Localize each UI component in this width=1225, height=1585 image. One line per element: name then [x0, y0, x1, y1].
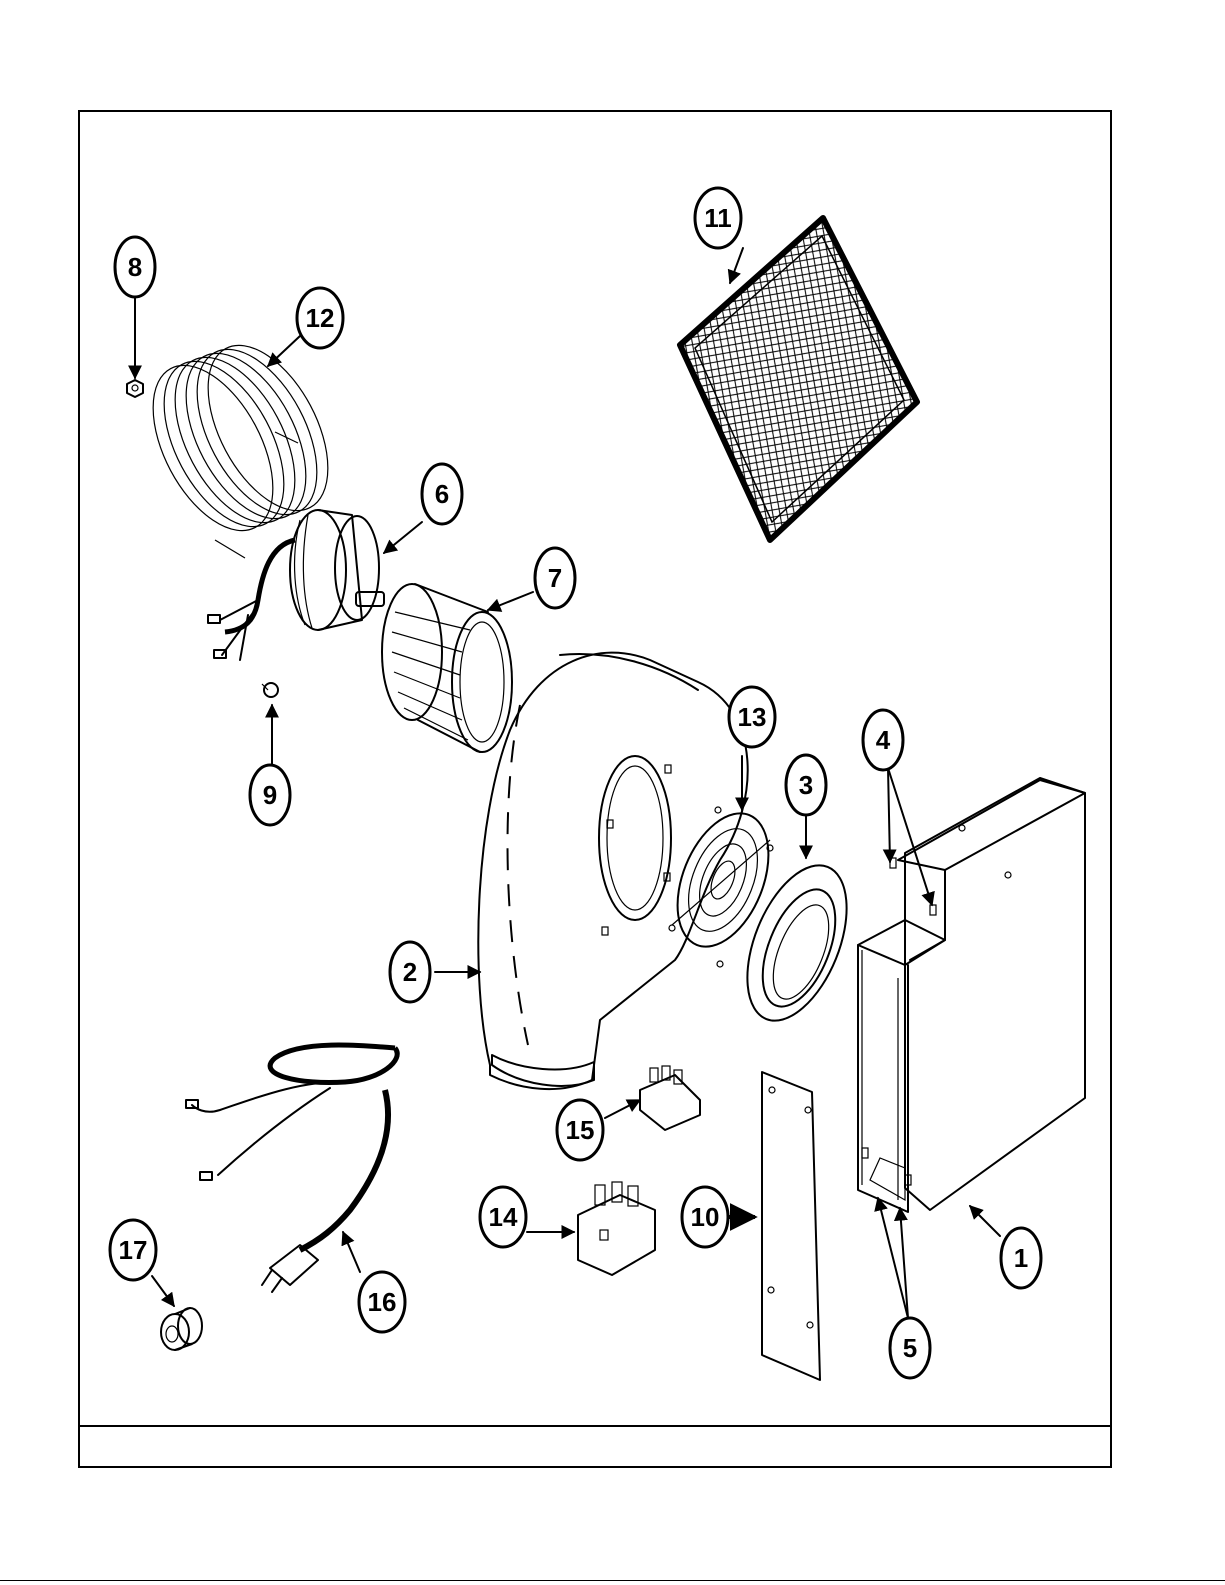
part-cover-plate-illustration [762, 1072, 820, 1380]
part-terminal-block-illustration [578, 1182, 655, 1275]
callout-2: 2 [390, 942, 430, 1002]
callout-5: 5 [890, 1318, 930, 1378]
callout-2-label: 2 [403, 957, 417, 987]
part-blower-housing-illustration [478, 653, 747, 1089]
callout-3-label: 3 [799, 770, 813, 800]
callout-16-label: 16 [368, 1287, 397, 1317]
part-screw-illustration [262, 683, 278, 697]
callout-13-label: 13 [738, 702, 767, 732]
callout-15-label: 15 [566, 1115, 595, 1145]
part-grommet-illustration [161, 1308, 202, 1350]
callout-8-label: 8 [128, 252, 142, 282]
callout-6: 6 [422, 464, 462, 524]
callout-14-label: 14 [489, 1202, 518, 1232]
callout-1-label: 1 [1014, 1243, 1028, 1273]
callout-7: 7 [535, 548, 575, 608]
callout-9-label: 9 [263, 780, 277, 810]
callout-8: 8 [115, 237, 155, 297]
callout-11-label: 11 [704, 203, 732, 233]
callout-11: 11 [695, 188, 741, 248]
part-relay-illustration [640, 1066, 700, 1130]
callout-13: 13 [729, 687, 775, 747]
part-coil-illustration [128, 326, 352, 558]
callout-1: 1 [1001, 1228, 1041, 1288]
callout-10: 10 [682, 1187, 728, 1247]
callout-12-label: 12 [306, 303, 335, 333]
callout-4: 4 [863, 710, 903, 770]
callout-17: 17 [110, 1220, 156, 1280]
callout-6-label: 6 [435, 479, 449, 509]
callout-7-label: 7 [548, 563, 562, 593]
part-housing-box-illustration [858, 778, 1085, 1212]
callout-4-label: 4 [876, 725, 891, 755]
callout-10-label: 10 [691, 1202, 720, 1232]
callout-5-label: 5 [903, 1333, 917, 1363]
part-flange-illustration [727, 851, 866, 1035]
callout-14: 14 [480, 1187, 526, 1247]
part-power-cord-illustration [186, 1045, 397, 1292]
part-nut-illustration [127, 380, 143, 397]
callout-9: 9 [250, 765, 290, 825]
part-motor-illustration [208, 510, 384, 660]
callout-12: 12 [297, 288, 343, 348]
callout-3: 3 [786, 755, 826, 815]
callout-17-label: 17 [119, 1235, 148, 1265]
part-finger-guard-illustration [660, 800, 787, 967]
callout-16: 16 [359, 1272, 405, 1332]
part-filter-illustration [680, 218, 917, 540]
callout-15: 15 [557, 1100, 603, 1160]
